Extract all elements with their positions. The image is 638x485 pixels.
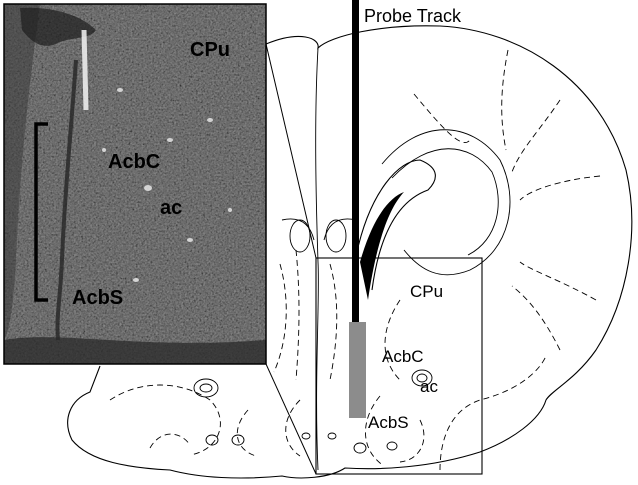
atlas-drawing xyxy=(67,25,633,479)
brain-outline xyxy=(67,25,633,479)
photo-ac-label: ac xyxy=(160,197,182,219)
dashed-boundaries xyxy=(109,49,601,471)
photo-frame xyxy=(3,3,267,365)
probe-track-label: Probe Track xyxy=(364,6,462,26)
photo-acbc-label: AcbC xyxy=(108,151,160,173)
histology-photo xyxy=(4,4,266,364)
zoom-line-top xyxy=(265,43,317,259)
atlas-ac-label: ac xyxy=(420,377,438,396)
midline xyxy=(315,47,319,471)
septum-contour xyxy=(281,218,357,241)
magnified-region-box xyxy=(315,257,483,475)
atlas-acbc-label: AcbC xyxy=(382,347,424,366)
probe-membrane xyxy=(349,322,366,418)
atlas-cpu-label: CPu xyxy=(410,282,443,301)
corpus-callosum xyxy=(381,129,511,276)
atlas-nuclei xyxy=(193,219,433,454)
cc-inner xyxy=(391,148,499,256)
probe-track-line xyxy=(352,0,359,330)
photo-acbs-label: AcbS xyxy=(72,287,123,309)
photo-cpu-label: CPu xyxy=(190,39,230,61)
atlas-acbs-label: AcbS xyxy=(368,413,409,432)
probe-span-bracket xyxy=(34,122,48,302)
ventricle-black xyxy=(360,192,404,300)
zoom-line-bottom xyxy=(265,363,317,475)
lateral-ventricle xyxy=(355,159,436,291)
